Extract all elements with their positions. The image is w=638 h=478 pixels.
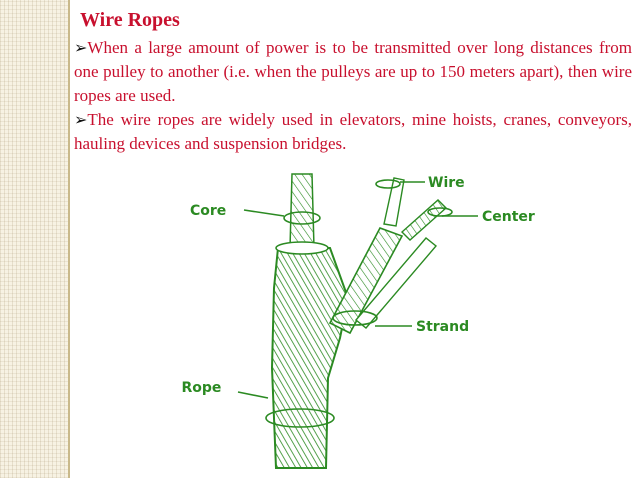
label-core: Core: [190, 203, 226, 219]
paragraph-1-text: When a large amount of power is to be tr…: [74, 38, 632, 105]
slide-content: Wire Ropes ➢When a large amount of power…: [74, 8, 632, 156]
wrap-rings: [265, 179, 453, 428]
rope-core-shape: [289, 173, 315, 249]
strand-shape: [328, 177, 448, 335]
label-strand: Strand: [416, 319, 469, 335]
label-center: Center: [482, 209, 535, 225]
arrow-bullet-icon: ➢: [74, 38, 88, 57]
label-wire-rope: Wire Rope: [180, 380, 221, 396]
leader-lines: [237, 181, 478, 399]
paragraph-2: ➢The wire ropes are widely used in eleva…: [74, 108, 632, 156]
paragraph-2-text: The wire ropes are widely used in elevat…: [74, 110, 632, 153]
wire-rope-diagram: Core Wire Center Strand Wire Rope: [180, 173, 535, 469]
arrow-bullet-icon: ➢: [74, 110, 88, 129]
label-wire: Wire: [428, 175, 465, 191]
decorative-left-border: [0, 0, 68, 478]
paragraph-1: ➢When a large amount of power is to be t…: [74, 36, 632, 108]
border-divider-line: [68, 0, 70, 478]
slide-title: Wire Ropes: [80, 9, 180, 31]
rope-body-shape: [270, 241, 350, 469]
